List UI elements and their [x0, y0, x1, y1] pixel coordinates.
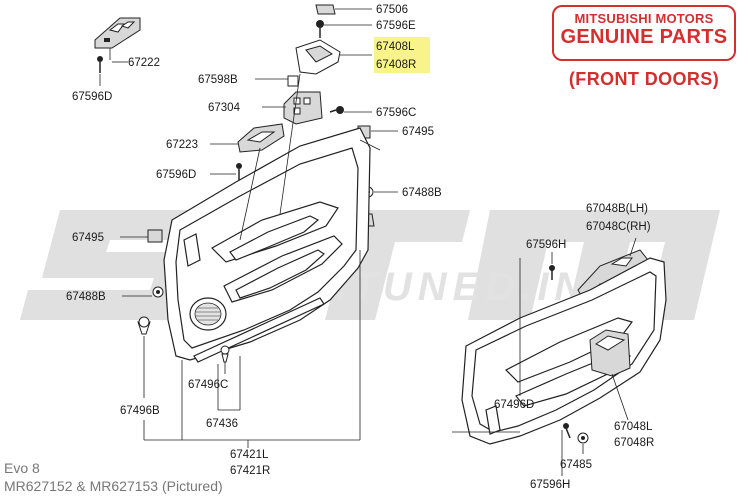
- part-67304-bracket[interactable]: [283, 91, 323, 125]
- genuine-parts-badge: MITSUBISHI MOTORS GENUINE PARTS: [552, 5, 736, 61]
- model-note-line1: Evo 8: [4, 460, 40, 476]
- label-67596c: 67596C: [376, 107, 416, 119]
- screw-67596c: [329, 106, 344, 114]
- label-67496b: 67496B: [120, 405, 160, 417]
- part-67223-pull-cup[interactable]: [237, 123, 285, 153]
- clip-67496b: [137, 316, 151, 335]
- label-67048r: 67048R: [614, 437, 654, 449]
- clip-67598b: [287, 75, 299, 87]
- label-67222: 67222: [128, 57, 160, 69]
- label-67488b-right: 67488B: [402, 187, 442, 199]
- label-67596h-top: 67596H: [526, 239, 566, 251]
- label-67223: 67223: [166, 139, 198, 151]
- model-note-line2: MR627152 & MR627153 (Pictured): [4, 478, 223, 494]
- label-67488b-left: 67488B: [66, 291, 106, 303]
- label-67496d: 67496D: [494, 399, 534, 411]
- clip-67495-left: [147, 229, 163, 243]
- label-67495-left: 67495: [72, 232, 104, 244]
- model-note: Evo 8 MR627152 & MR627153 (Pictured): [4, 459, 223, 495]
- part-67048l-cover[interactable]: [589, 329, 631, 377]
- label-67495-top: 67495: [402, 126, 434, 138]
- label-67596d-top: 67596D: [72, 91, 112, 103]
- label-67048c: 67048C(RH): [586, 221, 651, 233]
- label-67304: 67304: [208, 102, 241, 114]
- badge-title: GENUINE PARTS: [560, 26, 728, 48]
- highlight-67408: [374, 37, 430, 73]
- label-67421l: 67421L: [230, 449, 269, 461]
- label-67048b: 67048B(LH): [586, 203, 648, 215]
- part-67408-inside-handle[interactable]: [295, 39, 341, 75]
- label-67421r: 67421R: [230, 465, 270, 477]
- label-67596h-bottom: 67596H: [530, 479, 570, 491]
- screw-67596d-mid: [236, 163, 242, 180]
- screw-67596e: [316, 20, 324, 38]
- screw-67596h-top: [549, 265, 555, 280]
- clip-67496c: [220, 345, 230, 363]
- section-label: (FRONT DOORS): [568, 69, 720, 89]
- label-67596e: 67596E: [376, 20, 416, 32]
- clip-67488b-left: [152, 286, 164, 298]
- screw-67596d-top: [97, 56, 103, 73]
- part-67222-switch-panel[interactable]: [94, 17, 141, 49]
- label-67048l: 67048L: [614, 421, 653, 433]
- screw-67596h-bottom: [563, 423, 571, 439]
- door-trim-panel-left[interactable]: [163, 127, 371, 363]
- clip-67506: [315, 4, 336, 15]
- label-67485: 67485: [560, 459, 592, 471]
- label-67506: 67506: [376, 4, 408, 16]
- label-67596d-mid: 67596D: [156, 169, 196, 181]
- label-67436: 67436: [206, 418, 238, 430]
- badge-brand: MITSUBISHI MOTORS: [574, 11, 714, 26]
- label-67408r: 67408R: [376, 59, 416, 71]
- label-67408l: 67408L: [376, 41, 415, 53]
- label-67496c: 67496C: [188, 379, 228, 391]
- washer-67485: [577, 432, 589, 444]
- door-trim-panel-right[interactable]: [461, 257, 667, 445]
- label-67598b: 67598B: [198, 74, 238, 86]
